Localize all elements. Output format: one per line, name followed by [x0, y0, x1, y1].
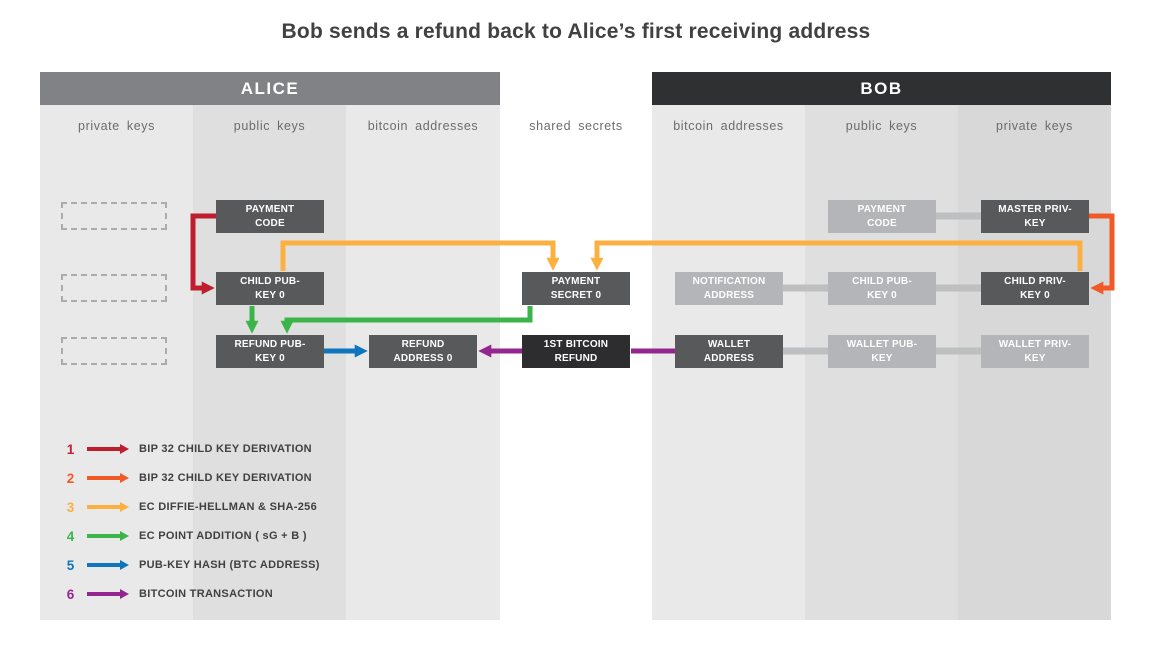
blue-arrow-icon [87, 563, 120, 567]
legend-label: EC DIFFIE-HELLMAN & SHA-256 [139, 501, 317, 513]
shared-secrets-column-label: shared secrets [529, 119, 623, 133]
alice-panel-header: ALICE [40, 72, 500, 105]
legend: 1 BIP 32 CHILD KEY DERIVATION 2 BIP 32 C… [64, 440, 320, 603]
legend-label: BIP 32 CHILD KEY DERIVATION [139, 472, 312, 484]
legend-item-3: 3 EC DIFFIE-HELLMAN & SHA-256 [64, 498, 320, 516]
legend-item-1: 1 BIP 32 CHILD KEY DERIVATION [64, 440, 320, 458]
legend-item-5: 5 PUB-KEY HASH (BTC ADDRESS) [64, 556, 320, 574]
bob-child-pub-key-box: CHILD PUB-KEY 0 [828, 272, 936, 305]
legend-number: 4 [66, 528, 75, 544]
first-bitcoin-refund-box: 1ST BITCOIN REFUND [522, 335, 630, 368]
legend-number: 5 [66, 557, 75, 573]
legend-label: BITCOIN TRANSACTION [139, 588, 274, 600]
legend-item-2: 2 BIP 32 CHILD KEY DERIVATION [64, 469, 320, 487]
bob-column-label-bitcoin-addresses: bitcoin addresses [673, 119, 784, 133]
purple-arrow-icon [87, 592, 120, 596]
legend-label: PUB-KEY HASH (BTC ADDRESS) [139, 559, 320, 571]
alice-refund-pub-key-box: REFUND PUB-KEY 0 [216, 335, 324, 368]
bob-notification-address-box: NOTIFICATION ADDRESS [675, 272, 783, 305]
legend-item-6: 6 BITCOIN TRANSACTION [64, 585, 320, 603]
legend-number: 6 [66, 586, 75, 602]
alice-payment-code-box: PAYMENT CODE [216, 200, 324, 233]
alice-private-key-placeholder-3 [61, 337, 167, 365]
red-arrow-icon [87, 447, 120, 451]
legend-number: 2 [66, 470, 75, 486]
payment-secret-box: PAYMENT SECRET 0 [522, 272, 630, 305]
alice-refund-address-box: REFUND ADDRESS 0 [369, 335, 477, 368]
alice-private-key-placeholder-2 [61, 274, 167, 302]
bob-master-priv-key-box: MASTER PRIV-KEY [981, 200, 1089, 233]
bob-payment-code-box: PAYMENT CODE [828, 200, 936, 233]
bob-wallet-address-box: WALLET ADDRESS [675, 335, 783, 368]
alice-child-pub-key-box: CHILD PUB-KEY 0 [216, 272, 324, 305]
alice-column-label-public-keys: public keys [233, 119, 306, 133]
alice-private-key-placeholder-1 [61, 202, 167, 230]
alice-column-label-bitcoin-addresses: bitcoin addresses [367, 119, 479, 133]
bob-wallet-pub-key-box: WALLET PUB-KEY [828, 335, 936, 368]
diagram-title: Bob sends a refund back to Alice’s first… [281, 20, 871, 43]
bob-column-label-public-keys: public keys [845, 119, 918, 133]
orange-arrow-icon [87, 476, 120, 480]
yellow-arrow-icon [87, 505, 120, 509]
legend-label: EC POINT ADDITION ( sG + B ) [139, 530, 307, 542]
bob-child-priv-key-box: CHILD PRIV-KEY 0 [981, 272, 1089, 305]
bob-wallet-priv-key-box: WALLET PRIV-KEY [981, 335, 1089, 368]
bob-column-label-private-keys: private keys [996, 119, 1073, 133]
bob-panel-header: BOB [652, 72, 1111, 105]
legend-number: 3 [66, 499, 75, 515]
legend-item-4: 4 EC POINT ADDITION ( sG + B ) [64, 527, 320, 545]
alice-column-label-private-keys: private keys [78, 119, 155, 133]
legend-number: 1 [66, 441, 75, 457]
green-arrow-icon [87, 534, 120, 538]
legend-label: BIP 32 CHILD KEY DERIVATION [139, 443, 312, 455]
